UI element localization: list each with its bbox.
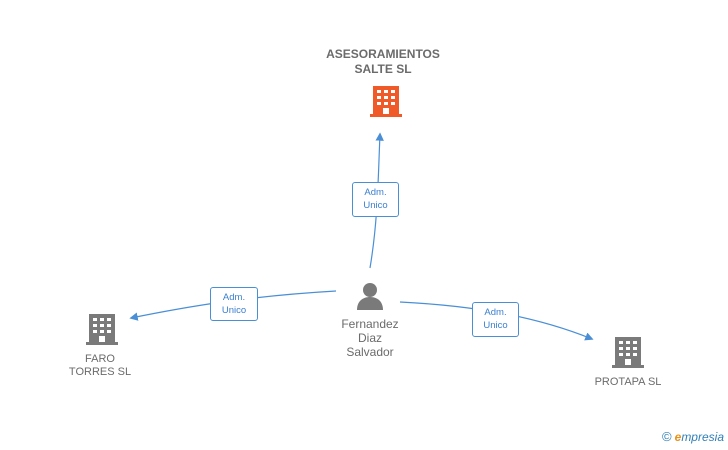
person-name[interactable]: Fernandez Diaz Salvador: [320, 317, 420, 359]
building-icon-left[interactable]: [86, 312, 118, 346]
edge-label-to-left: Adm. Unico: [210, 287, 258, 321]
edge-label-to-target-line-2: Unico: [363, 200, 388, 211]
company-name-left[interactable]: FARO TORRES SL: [50, 353, 150, 379]
company-name-left-line-1: FARO: [85, 353, 115, 365]
company-name-target-line-1: ASESORAMIENTOS: [326, 47, 440, 61]
copyright-symbol: ©: [662, 429, 672, 444]
empresia-watermark: ©empresia: [662, 429, 724, 444]
company-name-target[interactable]: ASESORAMIENTOS SALTE SL: [310, 47, 456, 77]
company-name-right-line-1: PROTAPA SL: [594, 376, 662, 388]
edge-label-to-right: Adm. Unico: [472, 302, 519, 337]
person-name-line-3: Salvador: [346, 345, 394, 359]
edge-label-to-left-line-2: Unico: [221, 305, 247, 316]
watermark-e: e: [674, 430, 682, 444]
person-name-line-1: Fernandez: [341, 317, 399, 331]
edge-label-to-target: Adm. Unico: [352, 182, 399, 217]
person-name-line-2: Diaz: [357, 331, 382, 345]
company-name-left-line-2: TORRES SL: [68, 366, 132, 378]
edge-label-to-left-line-1: Adm.: [222, 292, 246, 303]
company-name-right[interactable]: PROTAPA SL: [576, 376, 680, 389]
edge-label-to-target-line-1: Adm.: [364, 187, 387, 198]
edge-label-to-right-line-2: Unico: [483, 320, 508, 331]
company-name-target-line-2: SALTE SL: [354, 62, 412, 76]
building-icon-target[interactable]: [370, 84, 402, 118]
watermark-text: mpresia: [681, 430, 724, 444]
edge-label-to-right-line-1: Adm.: [484, 307, 507, 318]
building-icon-right[interactable]: [612, 335, 644, 369]
person-icon[interactable]: [355, 281, 385, 311]
